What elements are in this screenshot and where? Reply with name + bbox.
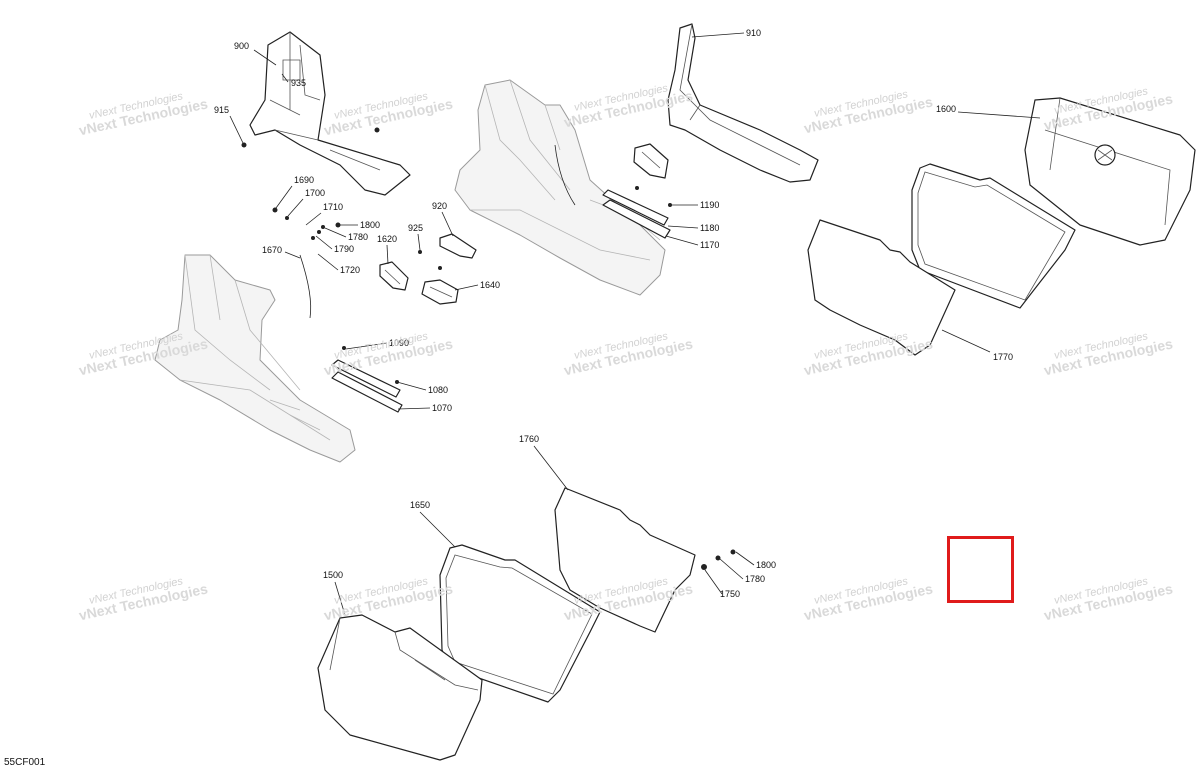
callout-935[interactable]: 935 <box>291 78 306 88</box>
leader-line-1800 <box>735 551 755 566</box>
leader-line-1090 <box>345 342 388 350</box>
callout-1720[interactable]: 1720 <box>340 265 360 275</box>
part-1760-panel <box>554 487 696 633</box>
part-1600-door <box>1024 97 1196 246</box>
callout-1180[interactable]: 1180 <box>700 223 719 233</box>
callout-1700[interactable]: 1700 <box>305 188 325 198</box>
callout-900[interactable]: 900 <box>234 41 249 51</box>
callout-1070[interactable]: 1070 <box>432 403 452 413</box>
part-1650-gasket <box>439 544 601 703</box>
callout-1770[interactable]: 1770 <box>993 352 1013 362</box>
part-1620-bracket <box>379 261 409 291</box>
part-900-pillar <box>249 31 411 196</box>
callout-1640[interactable]: 1640 <box>480 280 500 290</box>
leader-line-1790 <box>315 235 333 250</box>
callout-1650[interactable]: 1650 <box>410 500 430 510</box>
leader-line-1180 <box>667 225 699 229</box>
callout-1600[interactable]: 1600 <box>936 104 956 114</box>
callout-1690[interactable]: 1690 <box>294 175 314 185</box>
callout-1500[interactable]: 1500 <box>323 570 343 580</box>
callout-1790[interactable]: 1790 <box>334 244 354 254</box>
callout-1170[interactable]: 1170 <box>700 240 719 250</box>
leader-line-1670 <box>284 251 301 259</box>
part-rocker-left <box>154 254 356 463</box>
leader-line-1640 <box>454 284 479 291</box>
leader-line-1780 <box>324 227 347 238</box>
callout-925[interactable]: 925 <box>408 223 423 233</box>
leader-line-1700 <box>287 198 304 217</box>
callout-1780[interactable]: 1780 <box>745 574 765 584</box>
leader-line-1620 <box>386 244 389 265</box>
leader-line-1080 <box>396 381 427 391</box>
callout-1780[interactable]: 1780 <box>348 232 368 242</box>
leader-line-910 <box>691 32 745 38</box>
leader-line-1760 <box>533 445 569 491</box>
leader-line-1070 <box>397 407 431 410</box>
part-1500-door <box>317 614 483 761</box>
leader-line-925 <box>417 233 421 251</box>
leader-line-1600 <box>957 111 1041 119</box>
callout-1710[interactable]: 1710 <box>323 202 343 212</box>
leader-line-1710 <box>305 212 322 226</box>
callout-1190[interactable]: 1190 <box>700 200 719 210</box>
part-1070-strip <box>331 359 403 413</box>
leader-lines <box>229 32 1041 616</box>
callout-1760[interactable]: 1760 <box>519 434 539 444</box>
callout-920[interactable]: 920 <box>432 201 447 211</box>
leader-line-920 <box>441 211 454 237</box>
callout-910[interactable]: 910 <box>746 28 761 38</box>
leader-line-1770 <box>941 329 991 353</box>
fasteners <box>241 127 736 570</box>
callout-labels: 900 935 915 1690 1700 1710 1800 1780 1790 1720 167… <box>214 28 1013 599</box>
leader-line-1500 <box>334 581 346 616</box>
callout-1800[interactable]: 1800 <box>360 220 380 230</box>
part-1640-handle <box>421 279 459 305</box>
callout-1670[interactable]: 1670 <box>262 245 282 255</box>
leader-line-935 <box>281 73 289 83</box>
leader-line-1690 <box>275 185 293 209</box>
part-1180-latch <box>633 143 669 179</box>
part-1170-strip <box>602 189 671 239</box>
leader-line-915 <box>229 115 244 144</box>
callout-1090[interactable]: 1090 <box>389 338 409 348</box>
callout-1800[interactable]: 1800 <box>756 560 776 570</box>
callout-915[interactable]: 915 <box>214 105 229 115</box>
part-920-bracket <box>439 233 477 259</box>
leader-line-1750 <box>704 569 723 595</box>
part-1770-panel <box>807 219 956 356</box>
selection-box[interactable] <box>947 536 1014 603</box>
part-strap-top <box>554 144 576 206</box>
leader-line-1780 <box>719 558 744 580</box>
callout-1750[interactable]: 1750 <box>720 589 740 599</box>
part-gasket-upper <box>911 163 1076 309</box>
part-1670-strap <box>299 254 312 319</box>
diagram-code: 55CF001 <box>4 757 46 768</box>
callout-1620[interactable]: 1620 <box>377 234 397 244</box>
leader-line-900 <box>253 49 277 66</box>
leader-line-1650 <box>419 511 456 548</box>
callout-1080[interactable]: 1080 <box>428 385 448 395</box>
leader-line-1720 <box>317 253 339 271</box>
leader-line-1170 <box>665 235 699 246</box>
part-910-pillar <box>667 23 819 183</box>
